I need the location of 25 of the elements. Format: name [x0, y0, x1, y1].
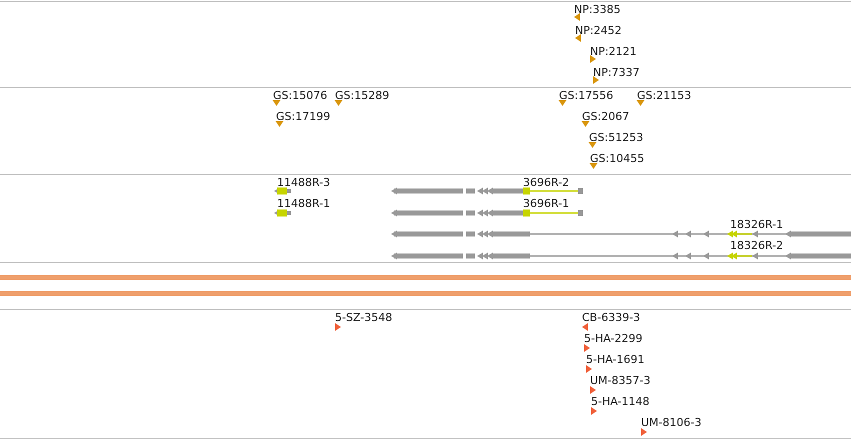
feature-label: NP:2452 — [575, 24, 622, 37]
feature-label: 3696R-2 — [523, 176, 570, 189]
feature-label: GS:15289 — [335, 89, 390, 102]
feature-label: 3696R-1 — [523, 197, 570, 210]
feature-label: NP:7337 — [593, 66, 640, 79]
feature-label: 5-HA-2299 — [584, 332, 642, 345]
feature-label: GS:51253 — [589, 131, 644, 144]
feature-label: 5-HA-1691 — [586, 353, 644, 366]
feature-label: CB-6339-3 — [582, 311, 640, 324]
feature-label: NP:3385 — [574, 3, 621, 16]
feature-label: 11488R-1 — [277, 197, 330, 210]
feature-label: UM-8357-3 — [590, 374, 650, 387]
feature-label: 18326R-1 — [730, 218, 784, 231]
feature-label: GS:15076 — [273, 89, 328, 102]
feature-label: UM-8106-3 — [641, 416, 702, 429]
feature-label: 5-HA-1148 — [591, 395, 650, 408]
feature-label: 5-SZ-3548 — [335, 311, 392, 324]
feature-label: GS:17199 — [276, 110, 330, 123]
feature-label: 11488R-3 — [277, 176, 330, 189]
feature-label: GS:17556 — [559, 89, 614, 102]
feature-label: GS:21153 — [637, 89, 692, 102]
feature-label: NP:2121 — [590, 45, 637, 58]
feature-label: GS:2067 — [582, 110, 630, 123]
feature-label: 18326R-2 — [730, 239, 784, 252]
feature-label: GS:10455 — [590, 152, 644, 165]
